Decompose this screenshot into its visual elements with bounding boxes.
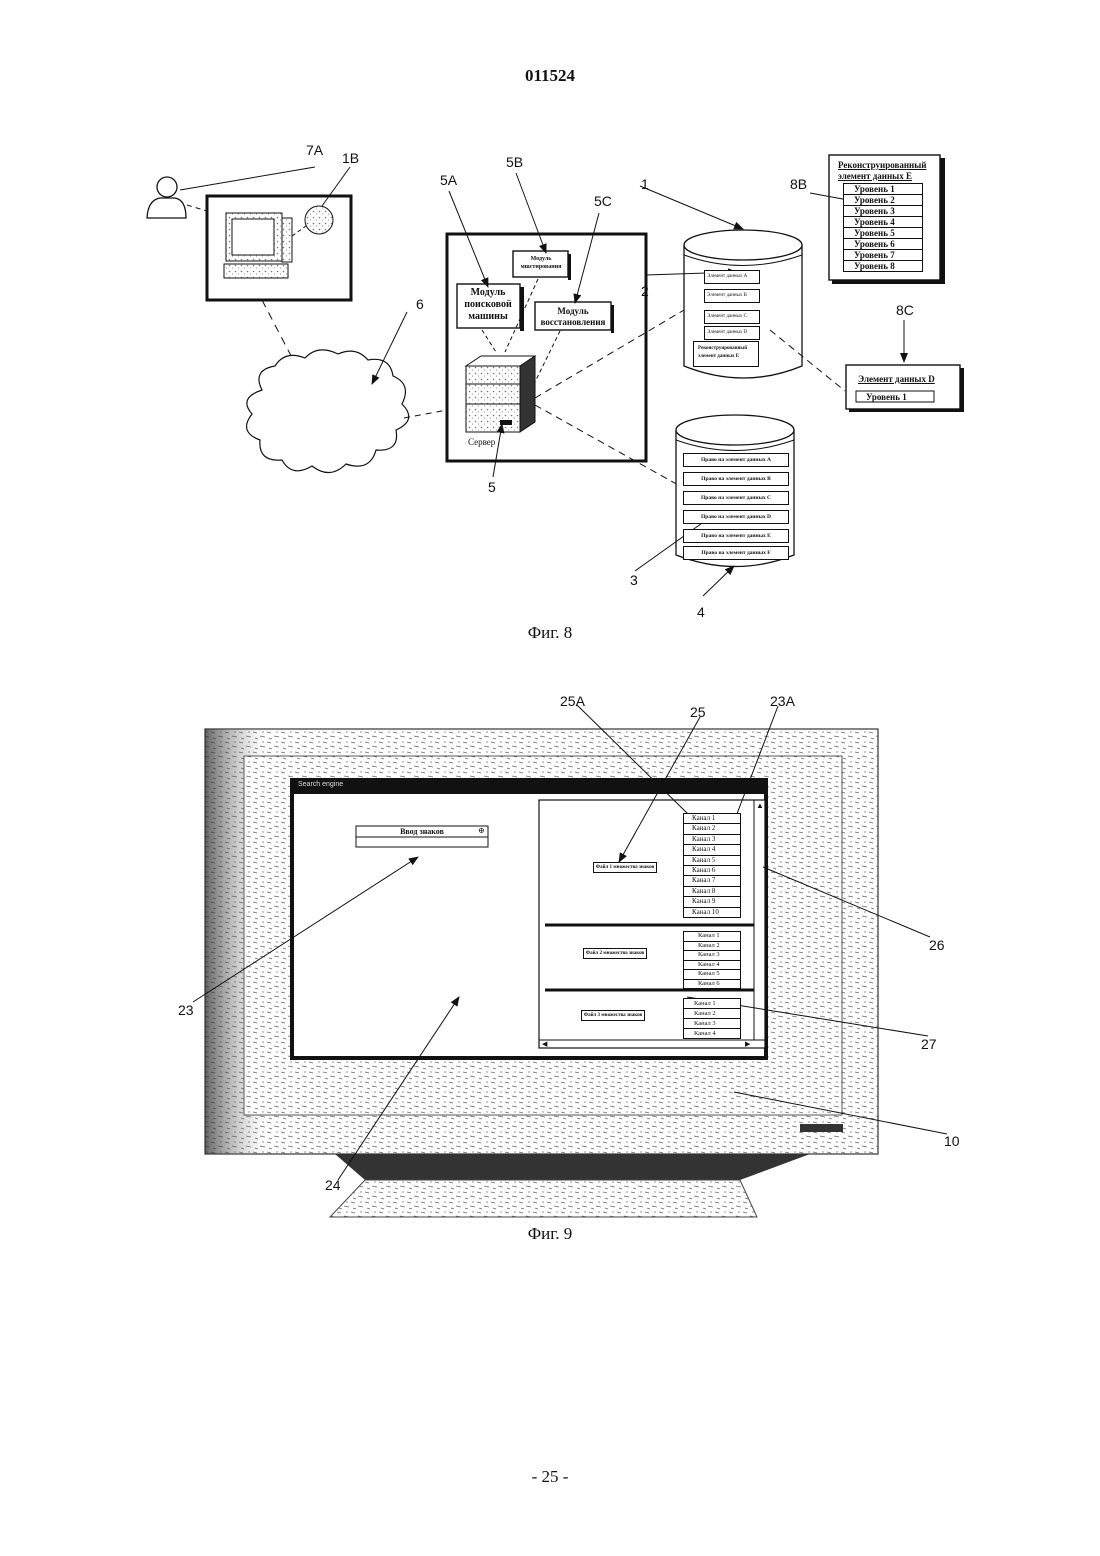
db1-item: Элемент данных B [704,289,760,303]
ref-3: 3 [630,572,638,588]
level-item: Уровень 3 [843,206,923,217]
ref-2: 2 [641,283,649,299]
channel-list-2: Канал 1 Канал 2 Канал 3 Канал 4 Канал 5 … [683,931,741,989]
level-item: Уровень 2 [843,195,923,206]
ref-8B: 8B [790,176,807,192]
level-item: Уровень 7 [843,250,923,261]
channel-item[interactable]: Канал 6 [683,980,741,990]
search-input[interactable] [358,838,486,846]
scroll-right-icon[interactable]: ▶ [745,1040,750,1048]
ref-6: 6 [416,296,424,312]
user-icon [147,177,186,218]
window-title: Search engine [298,781,343,788]
db2-item: Право на элемент данных E [683,529,789,543]
scroll-up-icon[interactable]: ▲ [756,801,764,810]
search-icon[interactable]: ⊕ [478,826,485,835]
channel-item[interactable]: Канал 9 [683,897,741,907]
channel-item[interactable]: Канал 2 [683,824,741,834]
page-number: - 25 - [0,1467,1100,1487]
channel-item[interactable]: Канал 3 [683,1019,741,1029]
ref-10: 10 [944,1133,960,1149]
mirroring-module: Модуль мшстирования [515,255,567,271]
server-icon [466,356,535,432]
channel-item[interactable]: Канал 4 [683,845,741,855]
db1-reconstructed-item: Реконструированный элемент данных E [693,341,759,367]
ref-8C: 8C [896,302,914,318]
channel-item[interactable]: Канал 7 [683,876,741,886]
channel-item[interactable]: Канал 2 [683,1009,741,1019]
channel-item[interactable]: Канал 4 [683,1029,741,1039]
ref-1B: 1B [342,150,359,166]
channel-item[interactable]: Канал 1 [683,931,741,942]
ref-25: 25 [690,704,706,720]
element-d-title: Элемент данных D [858,374,935,384]
fig8-diagram [0,0,1100,660]
search-input-label: Ввод знаков [356,827,488,836]
globe-icon [305,206,333,234]
ref-5: 5 [488,479,496,495]
channel-item[interactable]: Канал 5 [683,856,741,866]
channel-item[interactable]: Канал 1 [683,998,741,1009]
file-3-button[interactable]: Файл 3 множества знаков [581,1010,645,1021]
channel-item[interactable]: Канал 6 [683,866,741,876]
ref-5A: 5A [440,172,457,188]
channel-item[interactable]: Канал 5 [683,970,741,980]
network-cloud [247,350,409,473]
ref-5B: 5B [506,154,523,170]
ref-4: 4 [697,604,705,620]
ref-5C: 5C [594,193,612,209]
ref-24: 24 [325,1177,341,1193]
level-item: Уровень 4 [843,217,923,228]
ref-1: 1 [641,176,649,192]
db2-item: Право на элемент данных F [683,546,789,560]
reconstructed-levels: Уровень 1 Уровень 2 Уровень 3 Уровень 4 … [843,183,923,272]
level-item: Уровень 5 [843,228,923,239]
fig8-caption: Фиг. 8 [0,623,1100,643]
level-item: Уровень 8 [843,261,923,272]
channel-list-1: Канал 1 Канал 2 Канал 3 Канал 4 Канал 5 … [683,813,741,918]
search-engine-module: Модуль поисковой машины [459,287,517,323]
db2-item: Право на элемент данных B [683,472,789,486]
file-2-button[interactable]: Файл 2 множества знаков [583,948,647,959]
channel-item[interactable]: Канал 1 [683,813,741,824]
level-item: Уровень 1 [843,183,923,195]
restore-module: Модуль восстановления [538,306,608,328]
level-item: Уровень 6 [843,239,923,250]
ref-26: 26 [929,937,945,953]
fig9-caption: Фиг. 9 [0,1224,1100,1244]
ref-23: 23 [178,1002,194,1018]
channel-item[interactable]: Канал 3 [683,951,741,961]
ref-23A: 23A [770,693,795,709]
file-1-button[interactable]: Файл 1 множества знаков [593,862,657,873]
element-d-level: Уровень 1 [866,392,907,402]
reconstructed-title: Реконструированный элемент данных E [838,160,936,182]
computer-icon [224,213,292,278]
channel-item[interactable]: Канал 2 [683,942,741,952]
ref-25A: 25A [560,693,585,709]
channel-item[interactable]: Канал 4 [683,961,741,971]
db2-items: Право на элемент данных A Право на элеме… [683,453,789,560]
channel-list-3: Канал 1 Канал 2 Канал 3 Канал 4 [683,998,741,1039]
ref-27: 27 [921,1036,937,1052]
db2-item: Право на элемент данных A [683,453,789,467]
channel-item[interactable]: Канал 8 [683,887,741,897]
channel-item[interactable]: Канал 10 [683,908,741,918]
db1-item: Элемент данных C [704,310,760,324]
ref-7A: 7A [306,142,323,158]
db2-item: Право на элемент данных D [683,510,789,524]
scroll-left-icon[interactable]: ◀ [542,1040,547,1048]
channel-item[interactable]: Канал 3 [683,835,741,845]
server-label: Сервер [468,437,495,447]
db1-item: Элемент данных D [704,326,760,340]
db1-item: Элемент данных A [704,270,760,284]
db2-item: Право на элемент данных C [683,491,789,505]
